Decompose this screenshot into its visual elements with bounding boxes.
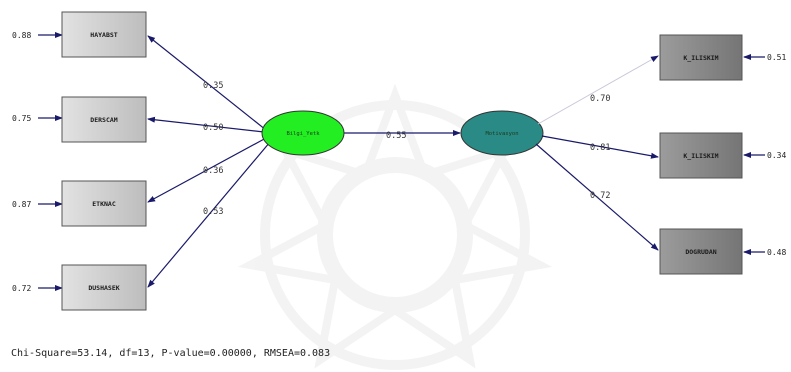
loading-label: 0.72 xyxy=(590,191,610,201)
latent-label: Motivasyon xyxy=(485,131,518,137)
endo-indicator-1: K_ILISKIM 0.51 xyxy=(659,34,786,81)
exo-indicator-3: 0.87 ETKNAC xyxy=(12,180,147,227)
indicator-label: DUSHASEK xyxy=(88,284,119,292)
loading-label: 0.50 xyxy=(203,123,223,133)
endo-indicator-2: K_ILISKIM 0.34 xyxy=(659,132,786,179)
exogenous-latent: Bilgi_Yetk xyxy=(261,110,345,156)
endogenous-latent: Motivasyon xyxy=(460,110,544,156)
loading-label: 0.35 xyxy=(203,81,223,91)
error-variance-label: 0.87 xyxy=(12,200,31,209)
indicator-label: K_ILISKIM xyxy=(683,152,718,160)
loading-label: 0.53 xyxy=(203,207,223,217)
fit-statistics: Chi-Square=53.14, df=13, P-value=0.00000… xyxy=(11,348,331,359)
indicator-label: HAYABST xyxy=(90,31,117,39)
exo-indicator-4: 0.72 DUSHASEK xyxy=(12,264,147,311)
loading-arrow xyxy=(541,135,659,159)
indicator-box xyxy=(61,264,147,311)
exo-indicator-2: 0.75 DERSCAM xyxy=(12,96,147,143)
exo-indicator-1: 0.88 HAYABST xyxy=(12,11,147,58)
endo-loadings: 0.70 0.81 0.72 xyxy=(535,55,659,251)
error-variance-label: 0.48 xyxy=(767,248,786,257)
indicator-label: DOGRUDAN xyxy=(685,248,716,256)
indicator-label: DERSCAM xyxy=(90,116,117,124)
indicator-box xyxy=(61,96,147,143)
loading-arrow xyxy=(535,143,659,251)
indicator-label: ETKNAC xyxy=(92,200,116,208)
exo-loadings: 0.35 0.50 0.36 0.53 xyxy=(147,35,271,288)
error-variance-label: 0.75 xyxy=(12,114,31,123)
latent-ellipse xyxy=(261,110,345,156)
loading-label: 0.81 xyxy=(590,143,610,153)
loading-arrow xyxy=(147,141,271,288)
indicator-box xyxy=(659,34,743,81)
error-variance-label: 0.88 xyxy=(12,31,31,40)
latent-ellipse xyxy=(460,110,544,156)
loading-arrow xyxy=(147,35,267,131)
indicator-box xyxy=(659,132,743,179)
indicator-label: K_ILISKIM xyxy=(683,54,718,62)
indicator-box xyxy=(61,180,147,227)
endo-indicator-3: DOGRUDAN 0.48 xyxy=(659,228,786,275)
loading-label: 0.70 xyxy=(590,94,610,104)
loading-label: 0.36 xyxy=(203,166,223,176)
indicator-box xyxy=(61,11,147,58)
error-variance-label: 0.51 xyxy=(767,53,786,62)
indicator-box xyxy=(659,228,743,275)
error-variance-label: 0.72 xyxy=(12,284,31,293)
loading-arrow xyxy=(147,137,267,203)
loading-arrow xyxy=(537,55,659,125)
latent-label: Bilgi_Yetk xyxy=(286,131,320,137)
structural-coefficient: 0.55 xyxy=(386,131,406,141)
watermark-logo xyxy=(237,83,553,370)
loading-arrow xyxy=(147,116,265,133)
error-variance-label: 0.34 xyxy=(767,151,786,160)
structural-path: 0.55 xyxy=(344,130,461,141)
